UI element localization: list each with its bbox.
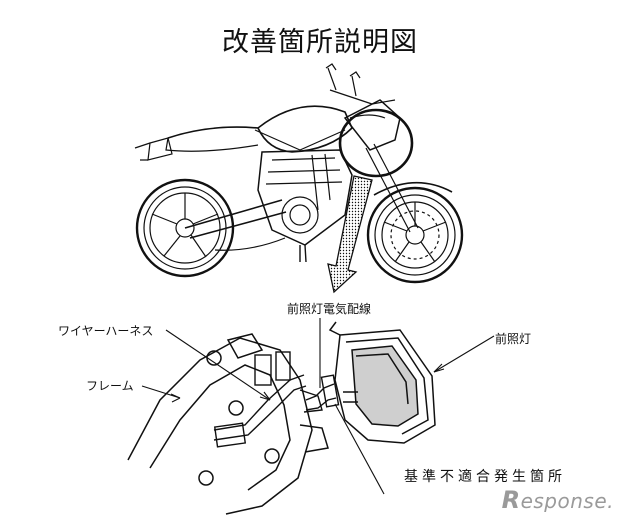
fuel-tank [257,105,353,153]
label-frame: フレーム [86,379,134,393]
zoom-arrow [327,175,373,294]
label-headlight-wiring: 前照灯電気配線 [287,302,372,316]
wire-harness [213,351,323,448]
leader-lines [141,318,495,495]
diagram-title: 改善箇所説明図 [222,27,418,58]
motorcycle-headlight [343,99,401,151]
frame-detail [127,333,329,515]
engine [257,149,353,246]
highlight-circle [338,108,414,178]
headlight-wiring [305,374,340,411]
label-wire-harness: ワイヤーハーネス [58,324,154,338]
rear-wheel [135,178,235,278]
label-defect-location: 基準不適合発生箇所 [404,469,566,485]
watermark-logo: Response. [501,486,614,514]
headlight-unit [328,321,436,444]
motorcycle-illustration [134,63,464,284]
swingarm [184,199,287,239]
label-headlight: 前照灯 [495,332,532,346]
front-wheel [366,186,464,284]
